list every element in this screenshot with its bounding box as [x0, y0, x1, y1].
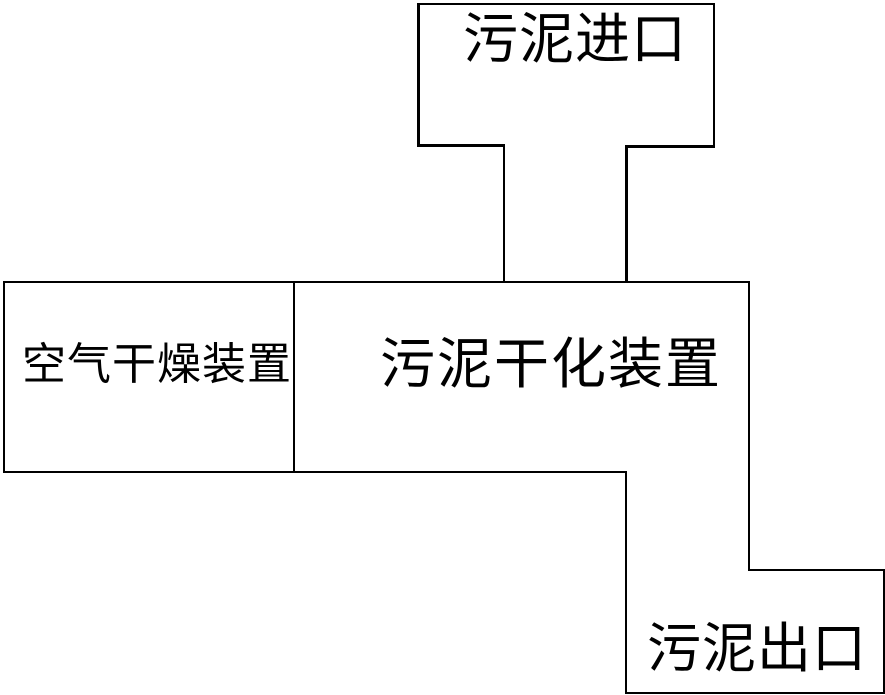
- inlet-box-border-top: [417, 3, 715, 5]
- inlet-box-border-left: [417, 3, 420, 146]
- air-dryer-divider-wall: [293, 281, 295, 473]
- air-drying-device-label: 空气干燥装置: [22, 340, 292, 389]
- sludge-outlet-label: 污泥出口: [647, 619, 867, 679]
- inlet-box-border-bottom-left: [417, 144, 505, 147]
- outlet-box-border-bottom: [625, 692, 885, 694]
- inlet-duct-line-right: [625, 146, 628, 283]
- sludge-dryer-border-top: [293, 281, 750, 283]
- air-dryer-border-left: [3, 281, 5, 473]
- sludge-dryer-border-right: [748, 281, 750, 571]
- air-dryer-border-top: [3, 281, 295, 283]
- outlet-duct-line-left: [625, 471, 627, 694]
- sludge-inlet-label: 污泥进口: [463, 9, 688, 70]
- outlet-box-border-right: [883, 569, 885, 694]
- sludge-dryer-border-bottom: [293, 471, 627, 473]
- outlet-box-border-top: [748, 569, 885, 571]
- inlet-duct-line-left: [503, 146, 505, 283]
- air-dryer-border-bottom: [3, 471, 295, 473]
- inlet-box-border-bottom-right: [625, 145, 715, 148]
- inlet-box-border-right: [713, 3, 715, 146]
- sludge-drying-device-label: 污泥干化装置: [380, 334, 723, 395]
